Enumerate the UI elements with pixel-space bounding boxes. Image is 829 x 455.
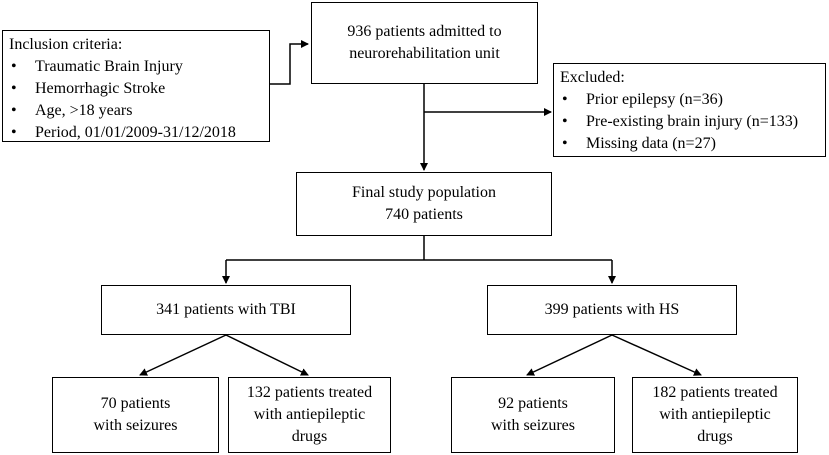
tbi-seizures-line-1: 70 patients [100,395,171,412]
final-line-1: Final study population [352,184,496,201]
excluded-title: Excluded: [560,69,625,86]
excluded-list: Prior epilepsy (n=36) Pre-existing brain… [560,89,825,155]
inclusion-item: Traumatic Brain Injury [9,56,269,78]
tbi-treated-box: 132 patients treated with antiepileptic … [228,377,391,453]
arrow-hs-to-treated [611,334,702,376]
excluded-item: Missing data (n=27) [560,133,825,155]
tbi-box: 341 patients with TBI [101,285,351,335]
hs-treated-line-2: with antiepileptic [659,406,771,423]
tbi-treated-line-3: drugs [291,428,328,445]
hs-seizures-line-2: with seizures [491,417,575,434]
admitted-line-2: neurorehabilitation unit [349,45,500,62]
tbi-treated-line-1: 132 patients treated [246,384,373,401]
tbi-treated-line-2: with antiepileptic [253,406,366,423]
inclusion-criteria-box: Inclusion criteria: Traumatic Brain Inju… [2,30,270,144]
inclusion-item: Hemorrhagic Stroke [9,78,269,100]
admitted-line-1: 936 patients admitted to [347,23,502,40]
tbi-seizures-line-2: with seizures [93,417,178,434]
inclusion-title: Inclusion criteria: [9,36,123,53]
excluded-item: Pre-existing brain injury (n=133) [560,111,825,133]
inclusion-item: Age, >18 years [9,100,269,122]
hs-treated-line-1: 182 patients treated [652,384,778,401]
hs-seizures-line-1: 92 patients [498,395,568,412]
inclusion-item: Period, 01/01/2009-31/12/2018 [9,122,269,144]
inclusion-list: Traumatic Brain Injury Hemorrhagic Strok… [9,56,269,144]
arrow-inclusion-to-admitted [270,40,309,85]
excluded-box: Excluded: Prior epilepsy (n=36) Pre-exis… [553,63,826,157]
hs-treated-box: 182 patients treated with antiepileptic … [632,377,798,453]
admitted-box: 936 patients admitted to neurorehabilita… [311,2,538,84]
final-line-2: 740 patients [385,206,463,223]
arrow-tbi-to-treated [225,334,309,376]
arrow-tbi-to-seizures [139,334,227,376]
hs-label: 399 patients with HS [544,301,680,318]
tbi-label: 341 patients with TBI [156,301,296,318]
excluded-item: Prior epilepsy (n=36) [560,89,825,111]
tbi-seizures-box: 70 patients with seizures [52,377,219,453]
arrow-hs-to-seizures [526,334,613,376]
hs-treated-line-3: drugs [697,428,733,445]
hs-box: 399 patients with HS [487,285,737,335]
final-population-box: Final study population 740 patients [296,172,552,236]
hs-seizures-box: 92 patients with seizures [451,377,615,453]
